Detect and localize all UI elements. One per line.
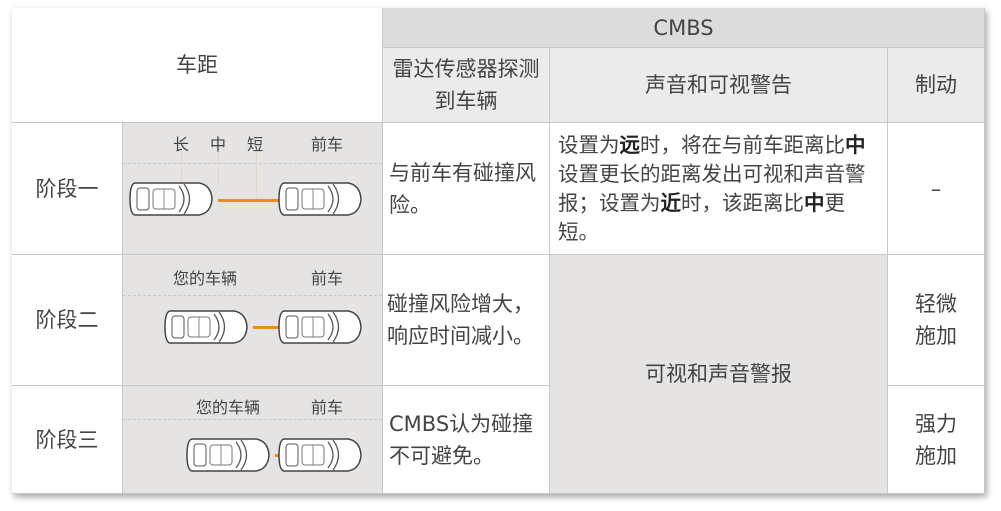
header-cmbs: CMBS — [383, 8, 985, 48]
stage-1-label: 阶段一 — [12, 123, 123, 255]
own-car-icon — [164, 309, 248, 345]
label-short: 短 — [247, 135, 264, 154]
distance-arrow — [218, 195, 288, 205]
merged-warning: 可视和声音警报 — [550, 255, 888, 494]
header-distance: 车距 — [12, 8, 383, 123]
front-car-icon — [278, 309, 362, 345]
label-long: 长 — [173, 135, 190, 154]
emphasis-text: 近 — [660, 190, 682, 215]
warning-text: 时，该距离比 — [681, 190, 804, 215]
stage-2-label: 阶段二 — [12, 255, 123, 386]
stage-3-diagram: 您的车辆 前车 — [123, 386, 383, 494]
own-car-icon — [129, 181, 213, 217]
header-radar: 雷达传感器探测到车辆 — [383, 48, 550, 123]
label-front-car: 前车 — [311, 269, 344, 288]
warning-text: 时，将在与前车距离比 — [640, 132, 845, 157]
stage-3-brake: 强力施加 — [888, 386, 985, 494]
warning-text: 更短。 — [558, 190, 845, 244]
stage-2-brake: 轻微施加 — [888, 255, 985, 386]
stage-3-radar: CMBS认为碰撞不可避免。 — [383, 386, 550, 494]
emphasis-text: 中 — [845, 132, 866, 157]
emphasis-text: 中 — [804, 190, 825, 215]
cmbs-table: 车距 CMBS 雷达传感器探测到车辆 声音和可视警告 制动 阶段一 长 中 短 … — [12, 8, 985, 494]
stage-1-diagram: 长 中 短 前车 — [123, 123, 383, 255]
label-front-car: 前车 — [311, 135, 344, 154]
own-car-icon — [186, 437, 270, 473]
emphasis-text: 远 — [619, 132, 641, 157]
warning-text: 设置更长的距离发出可视和声音警报；设置为 — [558, 161, 866, 215]
label-your-vehicle: 您的车辆 — [173, 269, 238, 288]
stage-1-brake: – — [888, 123, 985, 255]
header-brake: 制动 — [888, 48, 985, 123]
front-car-icon — [278, 437, 362, 473]
front-car-icon — [278, 181, 362, 217]
label-front-car: 前车 — [311, 398, 344, 417]
header-warning: 声音和可视警告 — [550, 48, 888, 123]
stage-1-warning-text: 设置为远时，将在与前车距离比中设置更长的距离发出可视和声音警报；设置为近时，该距… — [558, 131, 879, 247]
stage-2-diagram: 您的车辆 前车 — [123, 255, 383, 386]
label-your-vehicle: 您的车辆 — [196, 398, 261, 417]
warning-text: 设置为 — [558, 132, 620, 157]
stage-3-label: 阶段三 — [12, 386, 123, 494]
label-mid: 中 — [210, 135, 227, 154]
stage-1-radar: 与前车有碰撞风险。 — [383, 123, 550, 255]
stage-2-radar: 碰撞风险增大，响应时间减小。 — [383, 255, 550, 386]
stage-1-warning: 设置为远时，将在与前车距离比中设置更长的距离发出可视和声音警报；设置为近时，该距… — [550, 123, 888, 255]
